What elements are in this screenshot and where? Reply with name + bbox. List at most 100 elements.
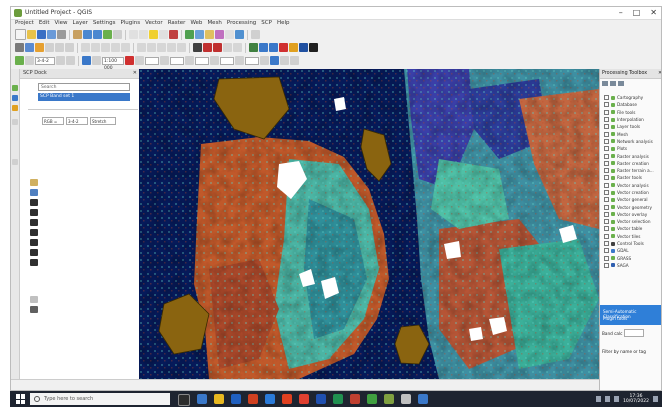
zoom-in-icon[interactable] [83,30,92,39]
tool-icon[interactable] [30,219,38,226]
app-icon[interactable] [401,394,411,404]
paste-icon[interactable] [101,43,110,52]
edge-icon[interactable] [197,394,207,404]
roi-pointer-icon[interactable] [203,43,212,52]
digitize-panel-icon[interactable] [12,105,18,111]
copy-icon[interactable] [91,43,100,52]
filter-label[interactable]: Filter by name or tag [602,349,646,354]
add-feature-icon[interactable] [45,43,54,52]
tree-item[interactable]: Vector creation [604,189,661,196]
run-icon[interactable] [602,81,608,86]
tree-item[interactable]: Vector overlay [604,211,661,218]
menu-mesh[interactable]: Mesh [207,20,222,26]
measure-icon[interactable] [139,30,148,39]
menu-layer[interactable]: Layer [72,20,88,26]
chrome-icon[interactable] [299,394,309,404]
tree-item[interactable]: Control Tools [604,240,661,247]
history-icon[interactable] [610,81,616,86]
taskbar-search-input[interactable]: Type here to search [30,393,170,405]
band-set-icon[interactable] [25,56,34,65]
notifications-icon[interactable] [653,396,658,402]
stretch-icon[interactable] [56,56,65,65]
redo-roi-icon[interactable] [125,56,134,65]
add-layer-icon[interactable] [225,30,234,39]
menu-vector[interactable]: Vector [145,20,163,26]
zoom-roi-icon[interactable] [66,56,75,65]
identify-icon[interactable] [129,30,138,39]
search-input[interactable]: Search [38,83,130,91]
scp-tool-icon[interactable] [249,43,258,52]
zoom-out-icon[interactable] [93,30,102,39]
close-button[interactable]: ✕ [650,8,657,17]
menu-raster[interactable]: Raster [167,20,186,26]
auto-refresh-icon[interactable] [260,56,269,65]
tree-item[interactable]: Raster creation [604,160,661,167]
tree-item[interactable]: Mesh [604,130,661,137]
maximize-button[interactable]: □ [632,8,641,17]
tool-icon[interactable] [30,179,38,186]
close-panel-icon[interactable]: ✕ [657,71,662,76]
undo-icon[interactable] [111,43,120,52]
tree-item[interactable]: Vector selection [604,218,661,225]
tree-item[interactable]: SAGA [604,262,661,269]
label-icon[interactable] [25,43,34,52]
tool-icon[interactable] [30,229,38,236]
clock[interactable]: 17:36 10/07/2022 [623,394,649,404]
rgb-combo[interactable]: 3-4-2 [66,117,88,125]
pan-icon[interactable] [73,30,82,39]
minimize-button[interactable]: – [618,8,623,17]
deselect-icon[interactable] [159,30,168,39]
max-width-icon[interactable] [185,56,194,65]
tree-item[interactable]: GRASS [604,255,661,262]
classification-icon[interactable] [269,43,278,52]
add-delimited-icon[interactable] [205,30,214,39]
spectral-plot-icon[interactable] [289,43,298,52]
tree-item[interactable]: Database [604,101,661,108]
redo-icon[interactable] [121,43,130,52]
zoom-layer-icon[interactable] [113,30,122,39]
tool-icon[interactable] [30,259,38,266]
stretch-combo[interactable]: Stretch [90,117,116,125]
add-wms-icon[interactable] [215,30,224,39]
info-icon[interactable] [309,43,318,52]
menu-settings[interactable]: Settings [92,20,116,26]
app-icon[interactable] [282,394,292,404]
tree-item[interactable]: Vector general [604,196,661,203]
menu-edit[interactable]: Edit [38,20,50,26]
preview-icon[interactable] [279,43,288,52]
offset-icon[interactable] [177,43,186,52]
print-layout-icon[interactable] [57,30,66,39]
edit-pencil-icon[interactable] [35,43,44,52]
close-panel-icon[interactable]: ✕ [132,70,137,76]
tree-item[interactable]: Raster tools [604,174,661,181]
file-explorer-icon[interactable] [214,394,224,404]
tree-item[interactable]: Interpolation [604,116,661,123]
menu-web[interactable]: Web [190,20,203,26]
snap-icon[interactable] [223,43,232,52]
menu-help[interactable]: Help [276,20,290,26]
tool-icon[interactable] [30,209,38,216]
dist-icon[interactable] [135,56,144,65]
selected-band-set[interactable]: SCP Band set 1 [38,93,130,101]
layer-style-icon[interactable] [15,43,24,52]
tree-item[interactable]: Raster analysis [604,152,661,159]
tree-item[interactable]: GDAL [604,247,661,254]
network-icon[interactable] [596,396,602,402]
roi-icon[interactable] [82,56,91,65]
python-icon[interactable] [251,30,260,39]
add-vector-icon[interactable] [195,30,204,39]
rapid-combo[interactable] [245,56,259,65]
tool-icon[interactable] [30,239,38,246]
app-icon[interactable] [418,394,428,404]
band-combo[interactable]: 3-4-2 [35,56,55,65]
battery-icon[interactable] [614,396,620,402]
windows-start-icon[interactable] [16,394,26,404]
vertex-tool-icon[interactable] [55,43,64,52]
tree-item[interactable]: Vector tiles [604,233,661,240]
tree-item[interactable]: Vector geometry [604,203,661,210]
delete-icon[interactable] [65,43,74,52]
app-icon[interactable] [384,394,394,404]
panel-toggle-icon[interactable] [12,119,18,125]
zoom-full-icon[interactable] [103,30,112,39]
rgb-icon[interactable] [15,56,24,65]
